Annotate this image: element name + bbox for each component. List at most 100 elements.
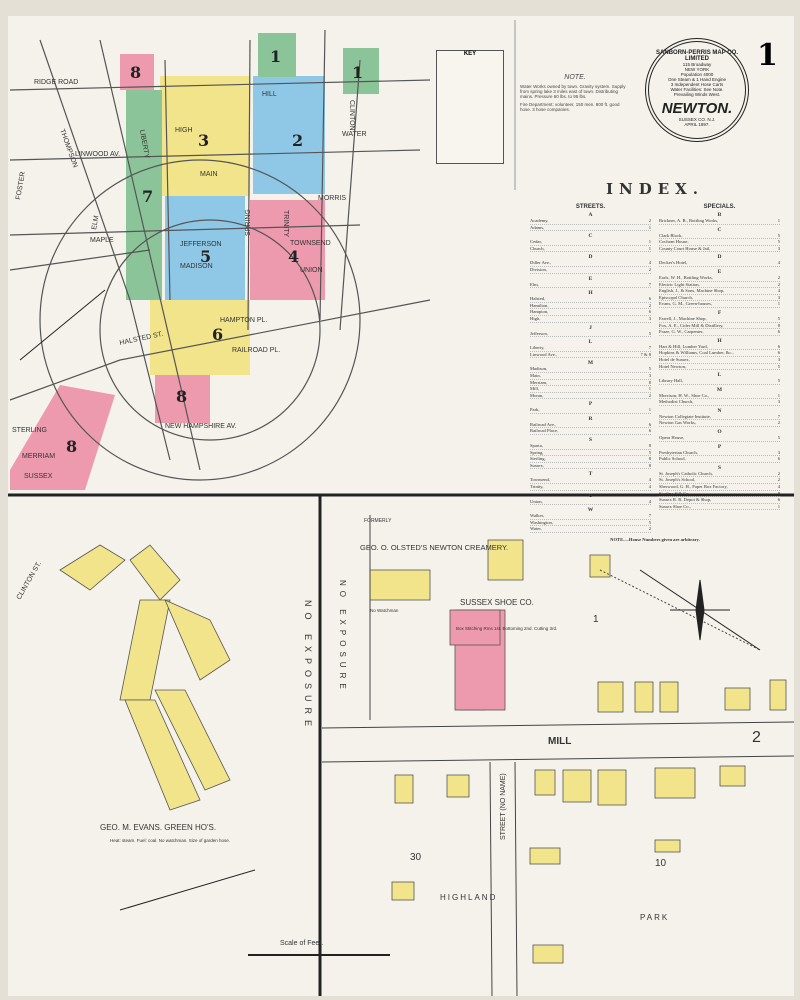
index-entry[interactable]: English, J., & Sons, Machine Shop,4 — [659, 288, 780, 295]
entry-name: Opera House, — [659, 435, 685, 441]
index-entry[interactable]: Mill,1 — [530, 386, 651, 393]
index-entry[interactable]: Earls, W. H., Bottling Works,2 — [659, 275, 780, 282]
entry-name: Sterling Silk Co., — [659, 490, 691, 496]
index-entry[interactable]: Hamilton,2 — [530, 303, 651, 310]
index-entry[interactable]: Sterling Silk Co.,8 — [659, 491, 780, 498]
index-entry[interactable]: Fox, A. E., Cider Mill & Distillery,8 — [659, 323, 780, 330]
sheet-number[interactable]: 8 — [130, 63, 141, 82]
index-entry[interactable]: Hotel de Sussex,3 — [659, 357, 780, 364]
index-entry[interactable]: Railroad Place,6 — [530, 428, 651, 436]
index-entry[interactable]: Spring,5 — [530, 450, 651, 457]
index-entry[interactable]: Diller Ave.,4 — [530, 260, 651, 267]
index-entry[interactable]: Episcopal Church,3 — [659, 295, 780, 302]
block-green-1b — [343, 48, 379, 94]
index-entry[interactable]: Sussex,8 — [530, 463, 651, 470]
index-entry[interactable]: Hart & Hill, Lumber Yard,6 — [659, 344, 780, 351]
index-entry[interactable]: Fraze, G. W., Carpenter,6 — [659, 329, 780, 336]
sheet-number[interactable]: 6 — [212, 325, 223, 344]
sheet-number[interactable]: 1 — [270, 47, 281, 66]
index-entry[interactable]: Methodist Church,3 — [659, 399, 780, 406]
index-entry[interactable]: Washington,5 — [530, 520, 651, 527]
street-label: MAPLE — [90, 237, 114, 244]
lower-right-labels: FORMERLY GEO. O. OLSTED'S NEWTON CREAMER… — [338, 518, 761, 922]
entry-name: Clark Block, — [659, 232, 683, 238]
index-entry[interactable]: Cochran House, 5 — [659, 239, 780, 246]
index-entry[interactable]: St. Joseph's Catholic Church,2 — [659, 471, 780, 478]
sheet-number[interactable]: 2 — [292, 131, 303, 150]
index-entry[interactable]: Opera House,5 — [659, 435, 780, 442]
street-label: WATER — [342, 131, 367, 138]
index-entry[interactable]: Linwood Ave.,7 & 8 — [530, 352, 651, 359]
index-entry[interactable]: Townsend,4 — [530, 477, 651, 485]
index-entry[interactable]: Electric Light Station,2 — [659, 282, 780, 289]
index-entry[interactable]: Liberty,7 — [530, 345, 651, 352]
street-label: JEFFERSON — [180, 241, 222, 248]
sanborn-seal: SANBORN-PERRIS MAP CO. LIMITED 115 Broad… — [645, 38, 749, 142]
sheet-number[interactable]: 3 — [198, 131, 209, 150]
entry-name: Cochran House, — [659, 239, 689, 245]
index-letter: M — [587, 360, 594, 367]
index-entry[interactable]: Railroad Ave.,6 — [530, 422, 651, 429]
entry-sheet: 8 — [648, 456, 651, 462]
compass-rose-icon — [639, 569, 761, 651]
sheet-number[interactable]: 8 — [176, 387, 187, 406]
index-entry[interactable]: Academy,2 — [530, 218, 651, 225]
index-entry[interactable]: County Court House & Jail,3 — [659, 246, 780, 253]
entry-name: Sterling, — [530, 456, 546, 462]
index-entry[interactable]: Newton Gas Works,2 — [659, 420, 780, 428]
index-entry[interactable]: Clark Block,5 — [659, 233, 780, 240]
index-entry[interactable]: Union,4 — [530, 499, 651, 506]
index-entry[interactable]: High,3 — [530, 316, 651, 323]
index-entry[interactable]: Sussex Shoe Co.,1 — [659, 504, 780, 511]
index-entry[interactable]: Halsted,6 — [530, 296, 651, 303]
index-entry[interactable]: Trinity,4 — [530, 484, 651, 491]
index-entry[interactable]: Jefferson,5 — [530, 331, 651, 338]
index-entry[interactable]: Newton Collegiate Institute,7 — [659, 414, 780, 421]
index-entry[interactable]: Decker's Hotel,4 — [659, 260, 780, 267]
index-entry[interactable]: Division,2 — [530, 267, 651, 274]
index-entry[interactable]: Moran,2 — [530, 393, 651, 400]
sheet-number[interactable]: 1 — [352, 63, 363, 82]
entry-name: Morrison, H. W., Shoe Co., — [659, 392, 710, 398]
index-entry[interactable]: Sparta,8 — [530, 443, 651, 450]
index-entry[interactable]: Presbyterian Church,3 — [659, 450, 780, 457]
index-entry[interactable]: Adams,1 — [530, 225, 651, 232]
sheet-number[interactable]: 4 — [288, 247, 299, 266]
entry-name: Hotel Newton, — [659, 363, 687, 369]
index-entry[interactable]: St. Joseph's School,2 — [659, 477, 780, 485]
index-entry[interactable]: Hopkins & Williams, Coal Lumber, &c.,6 — [659, 350, 780, 357]
street-label: SPRING — [245, 209, 252, 236]
index-entry[interactable]: Sussex R. R. Depot & Shop,6 — [659, 497, 780, 504]
sheet-number[interactable]: 7 — [142, 187, 153, 206]
index-entry[interactable]: Morrison, H. W., Shoe Co.,1 — [659, 393, 780, 400]
sheet-number[interactable]: 5 — [200, 247, 211, 266]
index-entry[interactable]: Walker,7 — [530, 513, 651, 520]
index-entry[interactable]: Merriam,8 — [530, 380, 651, 387]
index-entry[interactable]: Cedar,1 — [530, 239, 651, 246]
index-entry[interactable]: Public School,6 — [659, 456, 780, 463]
entry-name: Railroad Place, — [530, 428, 559, 434]
index-entry[interactable]: Brickner, A. B., Bottling Works,1 — [659, 218, 780, 225]
index-entry[interactable]: Library Hall,5 — [659, 378, 780, 385]
index-entry[interactable]: Main,3 — [530, 373, 651, 380]
index-entry[interactable]: Hotel Newton,5 — [659, 364, 780, 371]
index-entry[interactable]: Farrell, J., Machine Shop,5 — [659, 316, 780, 323]
entry-name: Union, — [530, 498, 543, 504]
index-entry[interactable]: Water,2 — [530, 526, 651, 533]
building-label: GEO. O. OLSTED'S NEWTON CREAMERY. — [360, 543, 508, 552]
index-entry[interactable]: Church,1 — [530, 246, 651, 253]
building-label: GEO. M. EVANS. GREEN HO'S. — [100, 823, 216, 832]
index-entry[interactable]: Sterling, 8 — [530, 456, 651, 463]
sheet-number[interactable]: 8 — [66, 437, 77, 456]
index-entry[interactable]: Park,1 — [530, 407, 651, 414]
index-entry[interactable]: Hampton,6 — [530, 309, 651, 316]
entry-sheet: 5 — [777, 239, 780, 245]
entry-sheet: 7 — [777, 413, 780, 419]
index-entry[interactable]: Elm,7 — [530, 282, 651, 289]
index-entry[interactable]: Evans, G. M., Green-houses,1 — [659, 301, 780, 308]
entry-name: Walker, — [530, 513, 545, 519]
index-entry[interactable]: Sherwood, G. H., Paper Box Factory,4 — [659, 484, 780, 491]
seal-county: SUSSEX CO. — [678, 117, 707, 122]
index-entry[interactable]: Madison,5 — [530, 366, 651, 373]
lower-right-buildings — [369, 539, 787, 964]
